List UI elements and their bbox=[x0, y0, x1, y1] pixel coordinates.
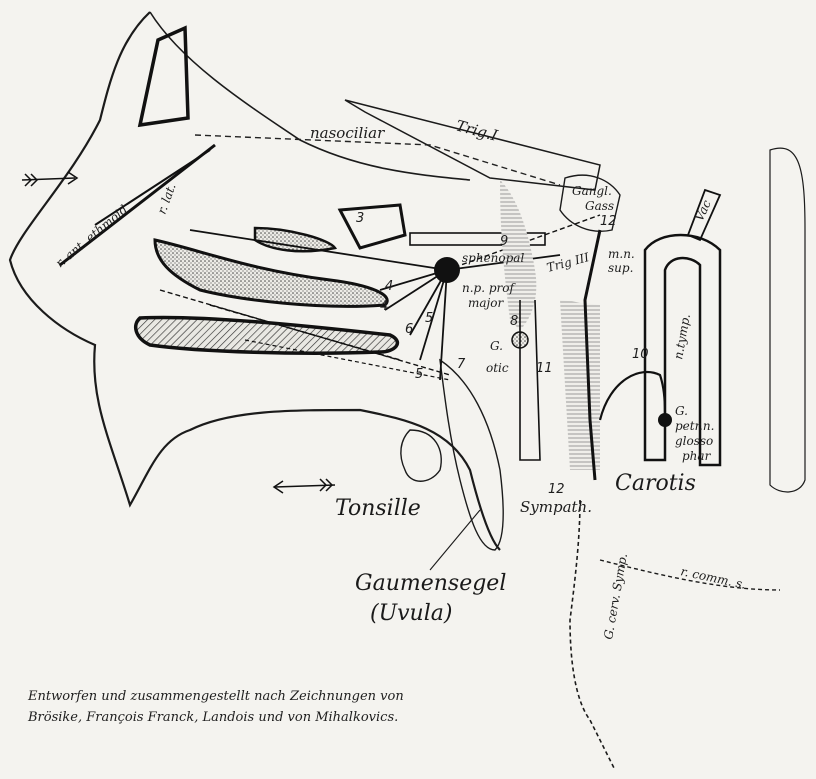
number-12a: 12 bbox=[600, 214, 617, 229]
frontal-sinus bbox=[140, 28, 188, 125]
gaumensegel-leader bbox=[430, 510, 480, 570]
trig-i-trunk bbox=[345, 100, 600, 190]
number-7: 7 bbox=[457, 357, 466, 372]
label-major: major bbox=[468, 296, 504, 310]
sphenoid-sinus bbox=[340, 205, 405, 248]
label-r-ant-ethmoid: r. ant. ethmoid bbox=[53, 202, 131, 270]
label-tympan: n.tymp. bbox=[671, 313, 693, 361]
temporal-bone bbox=[770, 148, 805, 492]
caption-line-1: Entworfen und zusammengestellt nach Zeic… bbox=[28, 686, 548, 707]
figure-caption: Entworfen und zusammengestellt nach Zeic… bbox=[28, 686, 548, 728]
label-carotis: Carotis bbox=[615, 471, 696, 496]
label-vac: Vac bbox=[692, 198, 714, 224]
middle-turbinate bbox=[155, 240, 387, 306]
label-trig-iii: Trig III bbox=[545, 250, 591, 275]
label-n-p-prof: n.p. prof bbox=[462, 281, 516, 295]
label-trig-i: Trig.I bbox=[454, 116, 501, 145]
number-10: 10 bbox=[632, 347, 649, 362]
label-gaumensegel: Gaumensegel bbox=[355, 571, 506, 596]
label-sphenopal: sphenopal bbox=[462, 251, 524, 265]
label-gass: Gass bbox=[585, 199, 614, 213]
number-4a: 4 bbox=[385, 279, 393, 294]
sphenopalatine-ganglion bbox=[434, 257, 460, 283]
caption-line-2: Brösike, François Franck, Landois und vo… bbox=[28, 707, 548, 728]
label-g-otic-1: G. bbox=[490, 339, 503, 353]
label-g-petr-1: G. bbox=[675, 404, 688, 418]
uvula-shape bbox=[440, 360, 503, 550]
label-g-otic-2: otic bbox=[486, 361, 509, 375]
nasal-roof bbox=[150, 12, 470, 180]
label-uvula: (Uvula) bbox=[370, 601, 452, 626]
label-sympath: Sympath. bbox=[520, 498, 592, 516]
superior-turbinate bbox=[255, 228, 335, 251]
label-g-petr-4: phar bbox=[682, 449, 712, 463]
arrow-right-icon bbox=[22, 172, 77, 186]
number-6: 6 bbox=[405, 322, 413, 337]
number-11: 11 bbox=[536, 361, 553, 376]
number-5b: 5 bbox=[415, 367, 423, 382]
number-8: 8 bbox=[510, 314, 518, 329]
label-tonsille: Tonsille bbox=[335, 496, 421, 521]
label-g-petr-2: petr.n. bbox=[675, 419, 714, 433]
glossopharyngeal bbox=[600, 372, 665, 420]
nasociliar-nerve bbox=[195, 135, 560, 185]
sympathetic-trunk-shadow bbox=[560, 300, 600, 470]
label-g-cerv-symp: G. cerv. Symp. bbox=[601, 552, 630, 640]
tonsil-shape bbox=[401, 430, 441, 481]
label-n-sup-1: m.n. bbox=[608, 247, 635, 261]
number-9: 9 bbox=[500, 234, 508, 249]
label-nasociliar: nasociliar bbox=[310, 124, 385, 142]
label-r-lat: r. lat. bbox=[155, 181, 179, 216]
label-n-sup-2: sup. bbox=[608, 261, 633, 275]
label-g-petr-3: glosso bbox=[675, 434, 713, 448]
label-r-comm: r. comm. s. bbox=[679, 564, 747, 591]
number-3: 3 bbox=[356, 211, 364, 226]
number-12b: 12 bbox=[548, 482, 565, 497]
arrow-left-icon bbox=[274, 479, 335, 493]
label-gangl: Gangl. bbox=[572, 184, 612, 198]
number-4b: 4 bbox=[380, 299, 388, 314]
number-5a: 5 bbox=[425, 311, 433, 326]
